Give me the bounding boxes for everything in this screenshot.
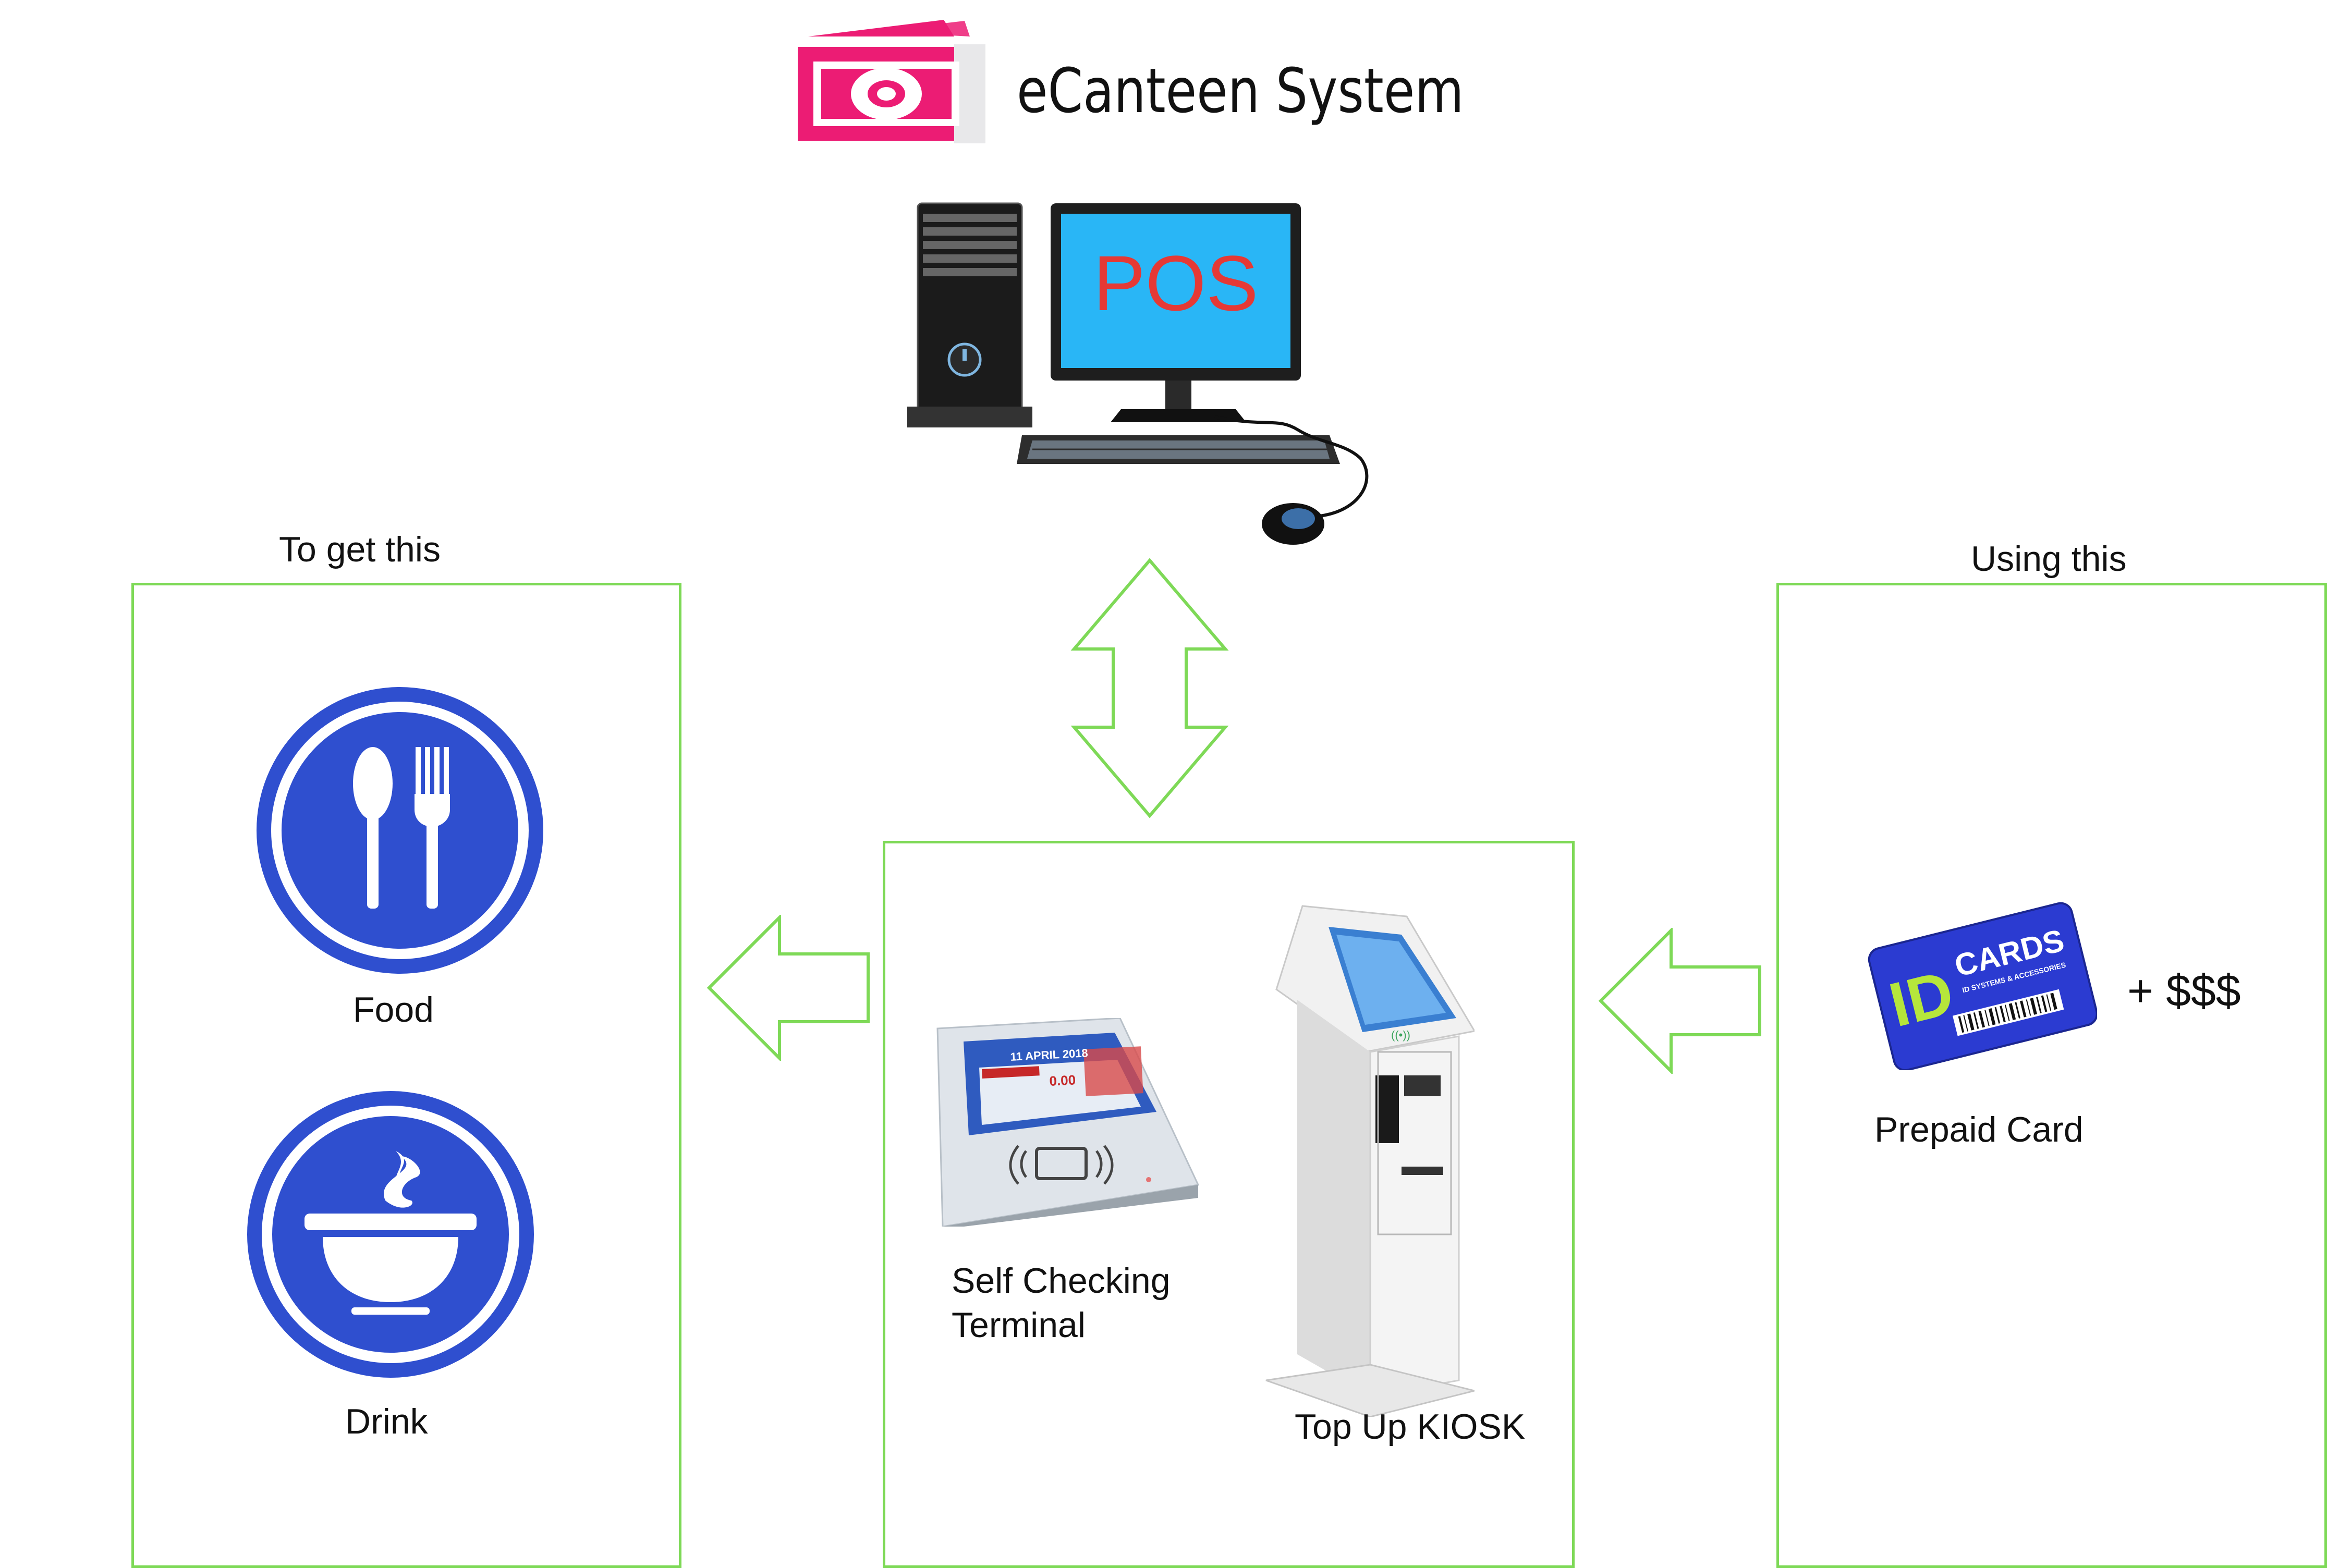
card-extra: + $$$: [2127, 966, 2241, 1016]
card-label: Prepaid Card: [1874, 1110, 2084, 1149]
terminal-screen-date: 11 APRIL 2018: [1010, 1046, 1088, 1063]
bowl-steam-icon: [247, 1091, 534, 1378]
terminal-screen-amount: 0.00: [1049, 1072, 1076, 1089]
drink-item: [245, 1088, 537, 1380]
drink-label: Drink: [345, 1402, 428, 1441]
right-panel: ID CARDS ID SYSTEMS & ACCESSORIES + $$$ …: [1776, 583, 2327, 1568]
food-label: Food: [353, 990, 434, 1030]
id-card-icon: ID CARDS ID SYSTEMS & ACCESSORIES: [1868, 902, 2097, 1070]
kiosk-device-icon: ((•)): [1265, 905, 1475, 1417]
monitor-icon: [1051, 203, 1301, 422]
terminal-label-line2: Terminal: [952, 1305, 1086, 1345]
left-panel-caption: To get this: [279, 530, 441, 569]
ecanteen-logo: [798, 16, 991, 146]
self-checking-terminal: 11 APRIL 2018 0.00: [932, 1018, 1203, 1227]
pos-screen-label: POS: [1093, 239, 1259, 327]
left-panel: Food Drink: [131, 583, 681, 1568]
app-title: eCanteen System: [1017, 55, 1464, 127]
double-arrow-icon: [1070, 558, 1229, 818]
arrow-to-center-panel: [1598, 928, 1765, 1074]
right-panel-caption: Using this: [1971, 539, 2127, 579]
terminal-label-line1: Self Checking: [952, 1261, 1171, 1301]
arrow-to-left-panel: [706, 915, 873, 1061]
left-arrow-icon: [1598, 928, 1761, 1074]
food-item: [254, 684, 546, 976]
terminal-device-icon: [936, 1018, 1200, 1227]
pos-computer: POS: [902, 198, 1397, 553]
kiosk-label: Top Up KIOSK: [1295, 1407, 1526, 1447]
money-logo-icon: [798, 20, 985, 143]
center-panel: 11 APRIL 2018 0.00 Self Checking Termina…: [883, 841, 1575, 1568]
mouse-icon: [1262, 503, 1324, 545]
top-up-kiosk: ((•)): [1245, 896, 1475, 1417]
left-arrow-icon: [706, 915, 870, 1061]
svg-text:((•)): ((•)): [1391, 1028, 1410, 1042]
prepaid-card: ID CARDS ID SYSTEMS & ACCESSORIES: [1868, 898, 2097, 1070]
fork-spoon-icon: [257, 687, 543, 974]
keyboard-icon: [1017, 435, 1340, 464]
pc-tower-icon: [907, 202, 1032, 427]
bidirectional-arrow: [1069, 558, 1230, 818]
